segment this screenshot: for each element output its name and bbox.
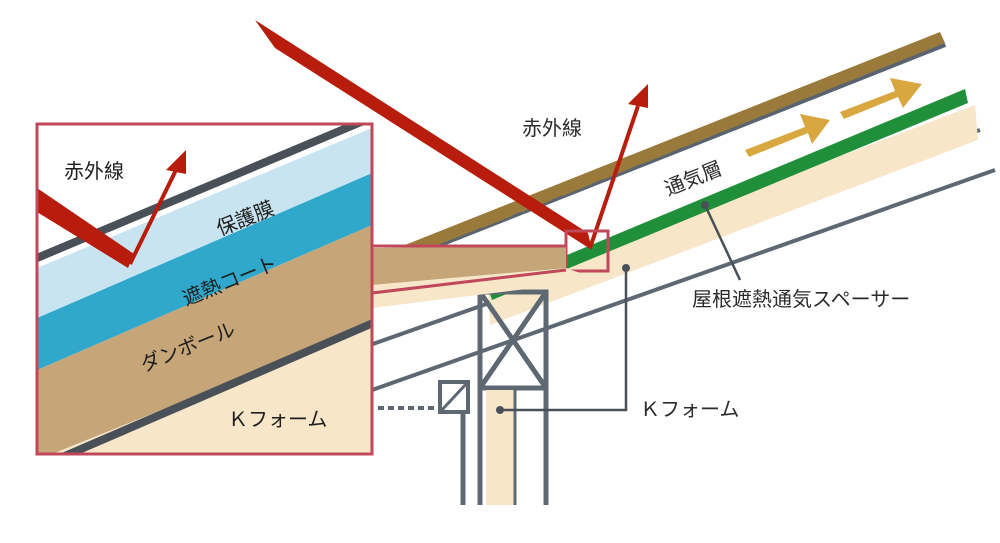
k-foam-band (488, 105, 978, 325)
airflow-arrow-icon (745, 78, 922, 157)
callout-wedge (372, 245, 566, 285)
detail-inset (35, 122, 374, 456)
leader-lines (500, 204, 742, 412)
infrared-label-main: 赤外線 (522, 116, 582, 140)
infrared-arrow-icon (255, 20, 592, 250)
infrared-reflect-arrowhead-icon (628, 84, 648, 108)
k-foam-label-inset: Ｋフォーム (228, 407, 327, 431)
post-structure (460, 289, 549, 505)
spacer-label: 屋根遮熱通気スペーサー (692, 287, 910, 311)
k-foam-label-main: Ｋフォーム (640, 397, 739, 421)
infrared-label-inset: 赤外線 (64, 159, 124, 183)
